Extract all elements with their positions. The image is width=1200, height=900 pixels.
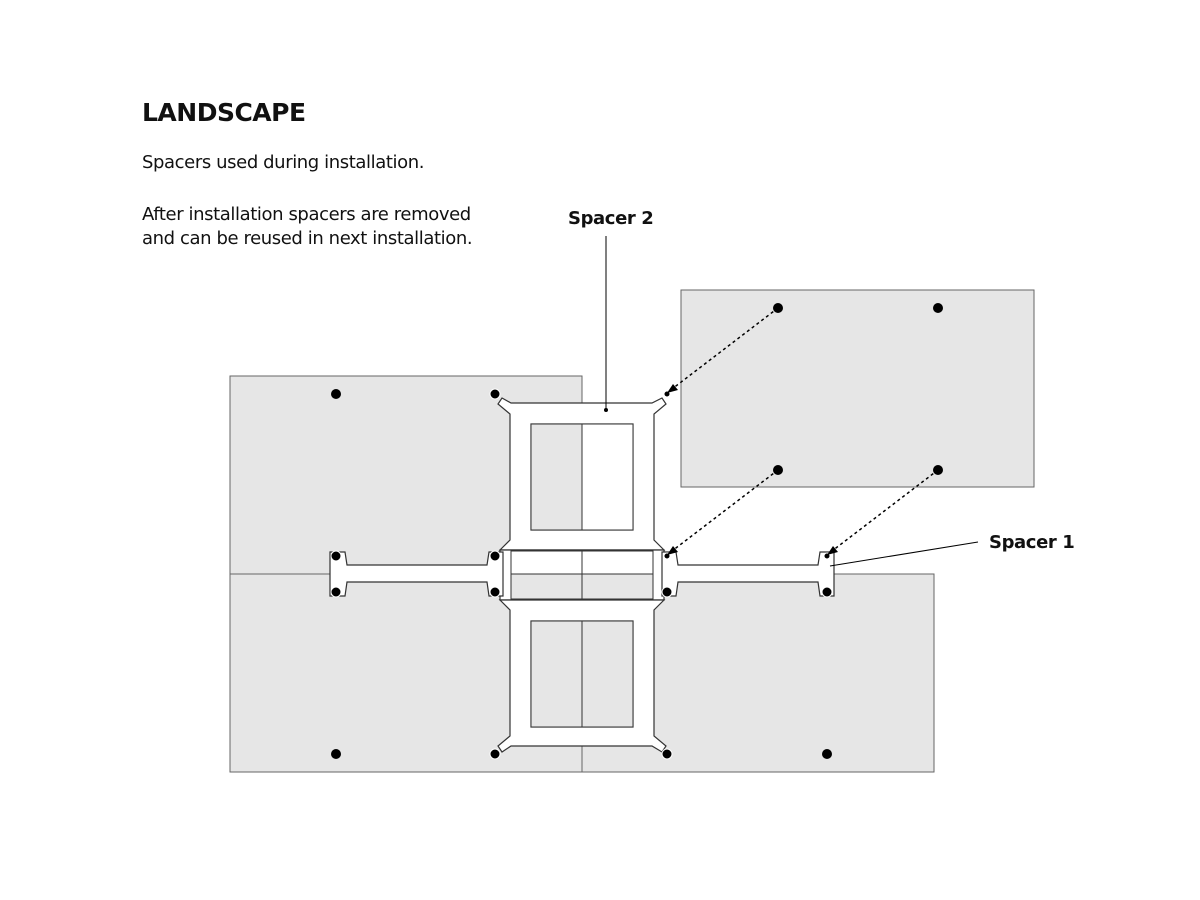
spacer-1-right: [661, 551, 835, 597]
note-line-2: and can be reused in next installation.: [142, 228, 473, 249]
dashed-arrows: [671, 307, 939, 552]
page-title: LANDSCAPE: [142, 98, 306, 127]
spacer-1-left: [329, 551, 504, 597]
spacer-2-label: Spacer 2: [568, 208, 654, 229]
panel-top-right: [680, 289, 1035, 488]
note-line-1: After installation spacers are removed: [142, 204, 471, 225]
note-text: After installation spacers are removed a…: [142, 203, 502, 251]
spacer-1-leader: [829, 541, 979, 567]
spacer-screws: [330, 388, 833, 760]
arrow-heads: [667, 384, 838, 555]
spacer-1: [329, 551, 835, 597]
spacer-1-label: Spacer 1: [989, 532, 1075, 553]
intro-text: Spacers used during installation.: [142, 152, 425, 173]
